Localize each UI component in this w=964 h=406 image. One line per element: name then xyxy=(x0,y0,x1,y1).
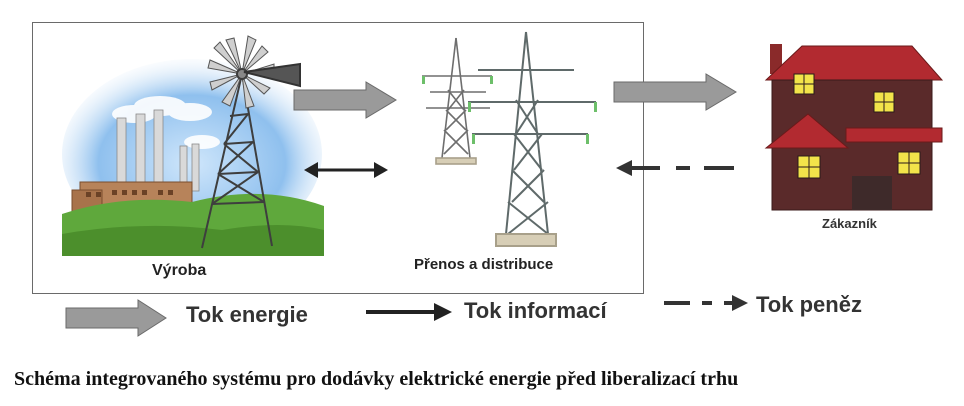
information-flow-arrow-bidirectional xyxy=(304,162,388,178)
production-label: Výroba xyxy=(152,262,207,279)
transmission-towers-illustration xyxy=(422,31,597,247)
power-pylon-large-icon xyxy=(468,31,596,247)
production-illustration xyxy=(62,35,324,256)
diagram-caption: Schéma integrovaného systému pro dodávky… xyxy=(14,368,739,390)
legend-money-label: Tok peněz xyxy=(756,292,862,317)
smoke-clouds-icon xyxy=(112,96,220,149)
customer-label: Zákazník xyxy=(822,216,877,231)
legend-energy-label: Tok energie xyxy=(186,302,308,327)
legend-information-label: Tok informací xyxy=(464,298,607,323)
insulators-icon xyxy=(422,76,597,144)
legend-energy-arrow xyxy=(65,299,167,337)
house-icon xyxy=(764,44,944,211)
power-pylon-small-icon xyxy=(422,37,492,165)
legend-money-arrow xyxy=(664,295,748,311)
transmission-label: Přenos a distribuce xyxy=(414,256,554,273)
money-flow-arrow-customer-to-transmission xyxy=(616,160,734,176)
legend-information-arrow xyxy=(366,303,452,321)
wind-turbine-icon xyxy=(201,35,301,249)
energy-flow-arrow-production-to-transmission xyxy=(293,81,397,119)
energy-flow-arrow-transmission-to-customer xyxy=(613,73,737,111)
customer-house-illustration xyxy=(764,44,944,211)
